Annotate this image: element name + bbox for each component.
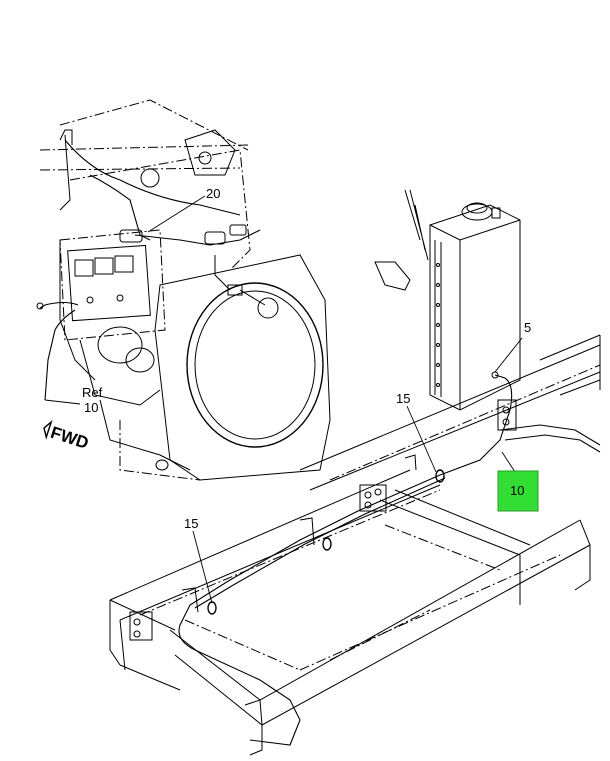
wiring-harness <box>178 424 601 746</box>
coolant-tank <box>374 189 521 476</box>
callout-ref-10: Ref 10 <box>44 385 103 415</box>
callout-5-label: 5 <box>524 320 531 335</box>
forward-arrow-icon <box>43 419 53 440</box>
callout-15-upper-label: 15 <box>396 391 410 406</box>
forward-indicator: FWD <box>43 419 91 453</box>
fwd-label: FWD <box>48 423 91 453</box>
callout-20: 20 <box>147 186 220 233</box>
callout-15-lower: 15 <box>184 516 213 604</box>
chassis-frame <box>109 334 601 756</box>
callout-15-upper: 15 <box>396 391 437 473</box>
ref-number: 10 <box>84 400 98 415</box>
callout-10-highlight-label: 10 <box>510 483 524 498</box>
callout-15-lower-label: 15 <box>184 516 198 531</box>
engine-assembly <box>36 99 331 481</box>
callout-5: 5 <box>494 320 531 373</box>
ref-label: Ref <box>82 385 103 400</box>
highlight-box[interactable] <box>497 470 539 512</box>
callout-20-label: 20 <box>206 186 220 201</box>
callout-10-highlight[interactable]: 10 <box>497 451 539 512</box>
